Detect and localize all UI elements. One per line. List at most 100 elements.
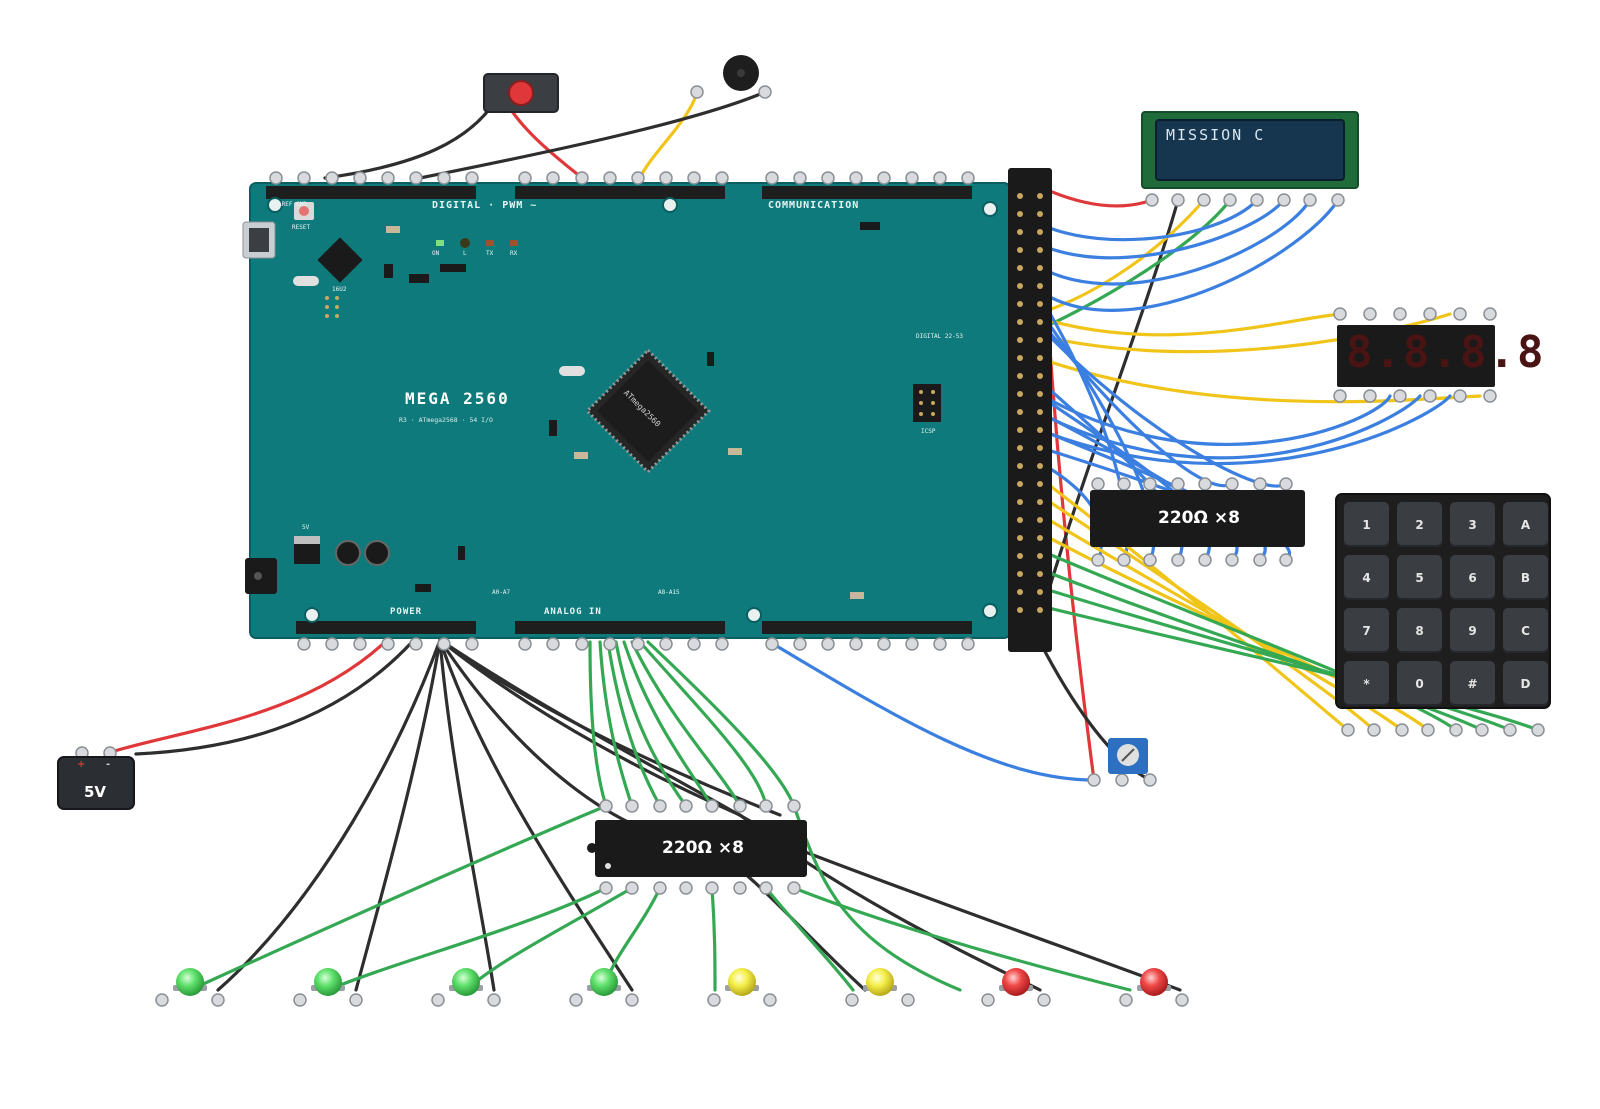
header-pin <box>1017 301 1023 307</box>
header-pin <box>1017 373 1023 379</box>
pin-pad <box>1198 553 1212 567</box>
pin-pad <box>733 799 747 813</box>
pin-pad <box>518 637 532 651</box>
keypad-key[interactable]: B <box>1503 555 1548 600</box>
led-red <box>981 968 1051 1007</box>
led-green <box>569 968 639 1007</box>
pin-pad <box>1331 193 1345 207</box>
led-red <box>1119 968 1189 1007</box>
pin-pad <box>758 85 772 99</box>
pin-pad <box>1277 193 1291 207</box>
pin-pad <box>437 637 451 651</box>
led-pin <box>155 993 169 1007</box>
header-pin <box>1017 427 1023 433</box>
header-pin <box>1017 355 1023 361</box>
pin-pad <box>933 637 947 651</box>
keypad-key[interactable]: A <box>1503 502 1548 547</box>
keypad-key[interactable]: D <box>1503 661 1548 706</box>
pin-pad <box>1117 477 1131 491</box>
keypad-key[interactable]: C <box>1503 608 1548 653</box>
header-pin <box>1017 499 1023 505</box>
keypad-key[interactable]: 1 <box>1344 502 1389 547</box>
pin-pad <box>1333 307 1347 321</box>
header-pin <box>1037 373 1043 379</box>
pin-pad <box>1453 389 1467 403</box>
header-pin <box>1037 391 1043 397</box>
header-pin <box>1037 211 1043 217</box>
pin-pad <box>1421 723 1435 737</box>
pin-pad <box>631 171 645 185</box>
pin-pad <box>1423 389 1437 403</box>
keypad-key[interactable]: 8 <box>1397 608 1442 653</box>
keypad-key[interactable]: # <box>1450 661 1495 706</box>
keypad-key[interactable]: 4 <box>1344 555 1389 600</box>
keypad-key[interactable]: 3 <box>1450 502 1495 547</box>
resistor-array-top <box>1090 490 1305 547</box>
pin-pad <box>1171 553 1185 567</box>
pin-pad <box>690 85 704 99</box>
pin-pad <box>849 171 863 185</box>
pin-pad <box>353 637 367 651</box>
header-pin <box>1017 571 1023 577</box>
led-pin <box>487 993 501 1007</box>
pin-pad <box>603 637 617 651</box>
pin-pad <box>518 171 532 185</box>
pin-pad <box>631 637 645 651</box>
keypad-key[interactable]: 2 <box>1397 502 1442 547</box>
push-button[interactable] <box>483 73 559 113</box>
pin-pad <box>793 171 807 185</box>
pin-pad <box>1197 193 1211 207</box>
header-pin <box>1037 463 1043 469</box>
pin-pad <box>659 171 673 185</box>
pin-pad <box>325 171 339 185</box>
header-pin <box>1037 499 1043 505</box>
pin-pad <box>409 171 423 185</box>
pin-pad <box>705 799 719 813</box>
keypad-key[interactable]: 0 <box>1397 661 1442 706</box>
header-pin <box>1037 337 1043 343</box>
pin-pad <box>679 799 693 813</box>
header-pin <box>1017 229 1023 235</box>
potentiometer[interactable] <box>1108 738 1148 774</box>
led-pin <box>1119 993 1133 1007</box>
pin-pad <box>546 171 560 185</box>
pin-pad <box>877 171 891 185</box>
seven-segment-display <box>1337 325 1495 387</box>
pin-pad <box>599 881 613 895</box>
pin-pad <box>599 799 613 813</box>
pin-pad <box>1393 389 1407 403</box>
header-pin <box>1017 463 1023 469</box>
led-pin <box>901 993 915 1007</box>
pin-pad <box>687 171 701 185</box>
pin-pad <box>733 881 747 895</box>
pin-pad <box>1363 389 1377 403</box>
pin-pad <box>1143 773 1157 787</box>
pin-pad <box>1143 477 1157 491</box>
keypad-key[interactable]: 6 <box>1450 555 1495 600</box>
header-pin <box>1017 409 1023 415</box>
header-pin <box>1017 337 1023 343</box>
pin-pad <box>787 881 801 895</box>
keypad-key[interactable]: 7 <box>1344 608 1389 653</box>
led-pin <box>981 993 995 1007</box>
led-pin <box>293 993 307 1007</box>
pin-pad <box>1198 477 1212 491</box>
pin-pad <box>353 171 367 185</box>
pin-pad <box>1253 477 1267 491</box>
header-pin <box>1037 481 1043 487</box>
pin-pad <box>269 171 283 185</box>
led-pin <box>431 993 445 1007</box>
pin-pad <box>715 637 729 651</box>
header-pin <box>1037 283 1043 289</box>
pin-pad <box>1393 307 1407 321</box>
header-pin <box>1037 193 1043 199</box>
keypad-key[interactable]: * <box>1344 661 1389 706</box>
header-pin <box>1037 553 1043 559</box>
keypad-key[interactable]: 5 <box>1397 555 1442 600</box>
keypad-key[interactable]: 9 <box>1450 608 1495 653</box>
header-pin <box>1037 265 1043 271</box>
pin-pad <box>1503 723 1517 737</box>
keypad <box>1335 493 1551 709</box>
